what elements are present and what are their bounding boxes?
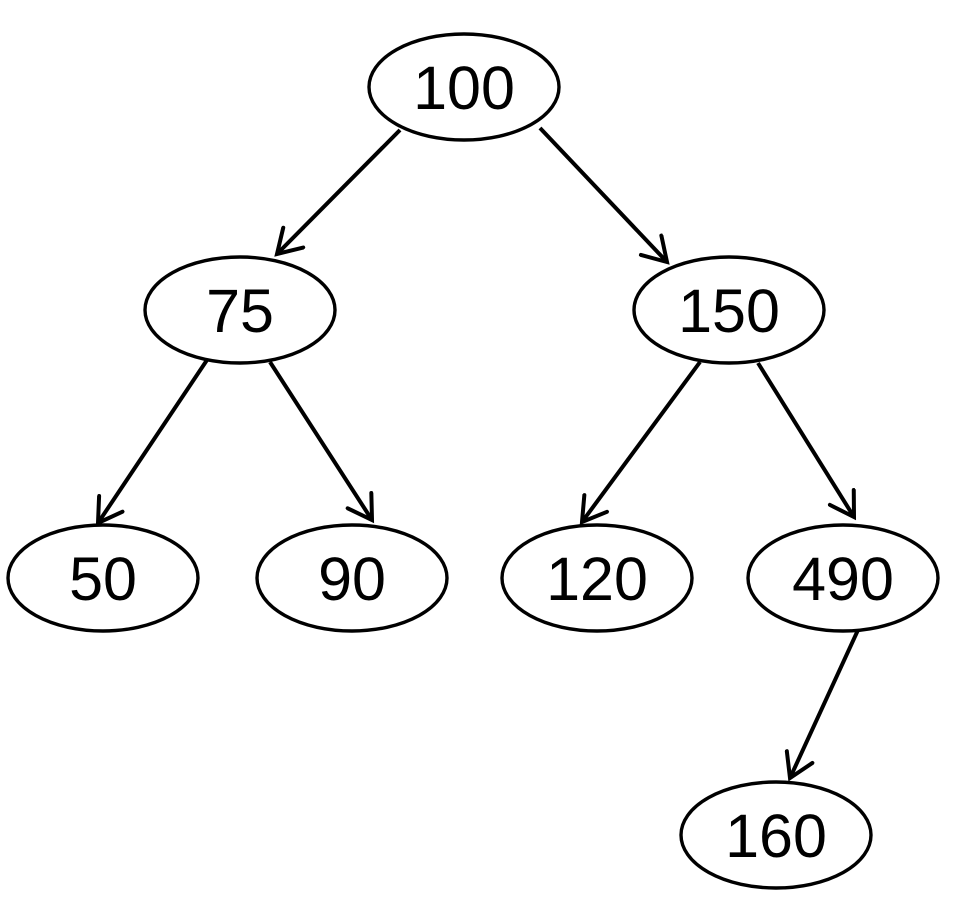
tree-node-75: 75 <box>143 255 337 365</box>
tree-node-100: 100 <box>367 32 561 142</box>
node-layer: 100 75 150 50 90 120 490 160 <box>6 32 940 890</box>
tree-node-ellipse <box>143 255 337 365</box>
tree-node-ellipse <box>632 255 826 365</box>
tree-node-label: 100 <box>413 54 515 122</box>
tree-node-label: 50 <box>69 545 137 613</box>
edge-layer <box>98 126 860 778</box>
tree-node-160: 160 <box>679 780 873 890</box>
tree-node-50: 50 <box>6 523 200 633</box>
tree-node-ellipse <box>6 523 200 633</box>
tree-node-label: 120 <box>546 545 648 613</box>
tree-edge-490-160 <box>790 629 860 778</box>
tree-edge-75-50 <box>98 358 209 523</box>
tree-node-ellipse <box>367 32 561 142</box>
tree-node-490: 490 <box>746 523 940 633</box>
tree-node-label: 160 <box>725 802 827 870</box>
tree-node-ellipse <box>255 523 449 633</box>
tree-node-label: 75 <box>206 277 274 345</box>
tree-node-label: 490 <box>792 545 894 613</box>
tree-node-150: 150 <box>632 255 826 365</box>
tree-edge-150-490 <box>756 361 854 517</box>
tree-node-90: 90 <box>255 523 449 633</box>
tree-node-120: 120 <box>500 523 694 633</box>
tree-node-label: 90 <box>318 545 386 613</box>
tree-edge-100-75 <box>277 128 402 254</box>
tree-node-ellipse <box>746 523 940 633</box>
tree-node-ellipse <box>500 523 694 633</box>
tree-edge-100-150 <box>538 126 667 262</box>
tree-node-label: 150 <box>678 277 780 345</box>
tree-edge-75-90 <box>268 360 372 520</box>
tree-edge-150-120 <box>582 360 702 522</box>
tree-node-ellipse <box>679 780 873 890</box>
